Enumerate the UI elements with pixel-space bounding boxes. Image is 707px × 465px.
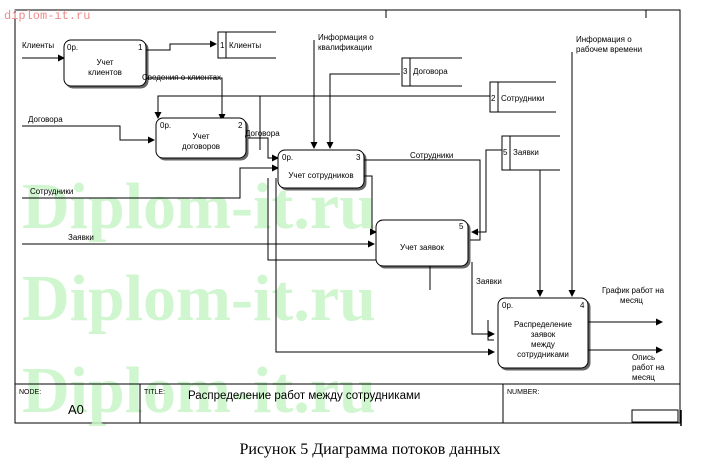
process-4-number: 4 [580, 301, 585, 310]
watermark-line-3: Diplom-it.ru [22, 354, 376, 427]
flow-requests-in: Заявки [68, 233, 94, 242]
process-4-label-4: сотрудниками [517, 350, 569, 359]
process-4: 0р. 4 Распределение заявок между сотрудн… [497, 297, 589, 369]
flow-client-info: Сведения о клиентах [142, 73, 221, 82]
flow-clients-in: Клиенты [22, 41, 54, 50]
store-employees: 2 Сотрудники [489, 81, 556, 113]
store-contracts-number: 3 [403, 67, 408, 76]
process-4-label-2: заявок [531, 330, 556, 339]
flow-worktime-info-1: Информация о [576, 35, 632, 44]
big-watermark: Diplom-it.ru Diplom-it.ru Diplom-it.ru [22, 170, 376, 427]
flow-contracts-in: Договора [28, 115, 63, 124]
process-1-prefix: 0р. [67, 43, 78, 52]
store-contracts: 3 Договора [401, 57, 462, 87]
title-value: Распределение работ между сотрудниками [188, 390, 420, 402]
node-value: A0 [68, 402, 84, 417]
process-2: 0р. 2 Учет договоров [155, 117, 247, 159]
store-contracts-label: Договора [413, 67, 448, 76]
flow-worktime-info-2: рабочем времени [576, 45, 642, 54]
process-2-label-1: Учет [192, 132, 209, 141]
flow-employees-in: Сотрудники [30, 187, 73, 196]
process-3-prefix: 0р. [282, 153, 293, 162]
process-4-label-1: Распределение [514, 320, 572, 329]
process-1-number: 1 [138, 43, 143, 52]
process-1-label-1: Учет [96, 58, 113, 67]
process-2-label-2: договоров [182, 142, 220, 151]
flow-schedule-out-2: месяц [620, 296, 643, 305]
flow-schedule-out-1: График работ на [602, 286, 665, 295]
process-4-prefix: 0р. [502, 301, 513, 310]
store-requests: 5 Заявки [501, 135, 560, 171]
process-5: 5 Учет заявок [375, 219, 469, 267]
title-block: NODE: A0 TITLE: Распределение работ межд… [15, 383, 682, 426]
store-requests-number: 5 [503, 148, 508, 157]
flow-lines [22, 10, 663, 356]
figure-caption: Рисунок 5 Диаграмма потоков данных [240, 441, 501, 458]
store-employees-number: 2 [491, 94, 496, 103]
process-3-label-1: Учет сотрудников [288, 171, 353, 180]
store-employees-label: Сотрудники [501, 94, 544, 103]
process-5-number: 5 [459, 222, 464, 231]
process-5-label-1: Учет заявок [400, 243, 444, 252]
process-1: 0р. 1 Учет клиентов [63, 39, 147, 87]
watermark-line-2: Diplom-it.ru [22, 262, 376, 335]
process-2-prefix: 0р. [160, 121, 171, 130]
title-label: TITLE: [144, 389, 165, 396]
node-label: NODE: [19, 389, 41, 396]
corner-watermark: diplom-it.ru [4, 9, 90, 23]
store-clients-label: Клиенты [229, 41, 261, 50]
process-2-number: 2 [238, 121, 243, 130]
process-1-label-2: клиентов [88, 68, 122, 77]
number-label: NUMBER: [507, 389, 539, 396]
store-clients: 1 Клиенты [217, 31, 276, 59]
flow-labels: Клиенты Договора Сотрудники Заявки Сведе… [22, 33, 665, 382]
process-3: 0р. 3 Учет сотрудников [277, 149, 365, 189]
process-4-label-3: между [531, 340, 555, 349]
flow-description-out-2: работ на [632, 363, 665, 372]
flow-contracts-out: Договора [245, 129, 280, 138]
process-3-number: 3 [356, 153, 361, 162]
flow-qualif-info-1: Информация о [318, 33, 374, 42]
flow-employees-out: Сотрудники [410, 151, 453, 160]
flow-requests-out: Заявки [476, 277, 502, 286]
store-clients-number: 1 [220, 41, 225, 50]
store-requests-label: Заявки [513, 148, 539, 157]
flow-description-out-3: месяц [632, 373, 655, 382]
flow-description-out-1: Опись [632, 353, 655, 362]
flow-qualif-info-2: квалификации [318, 43, 372, 52]
